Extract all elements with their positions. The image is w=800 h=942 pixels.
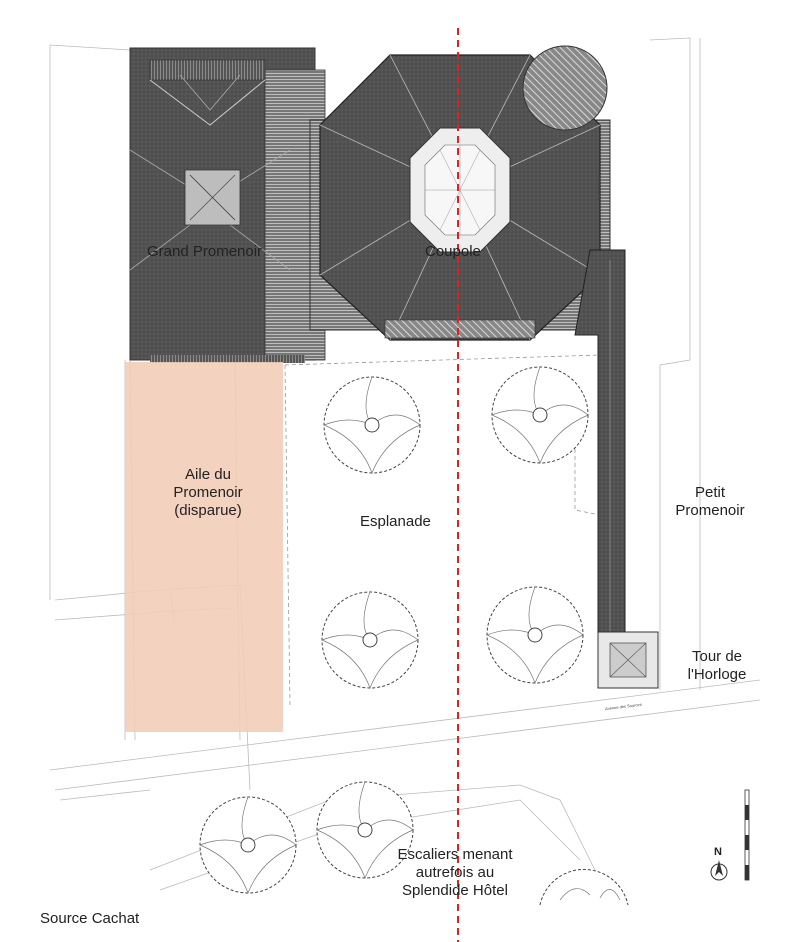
label-petit-promenoir: Petit Promenoir bbox=[675, 484, 745, 519]
label-grand-promenoir: Grand Promenoir bbox=[147, 243, 263, 260]
tree bbox=[321, 591, 419, 689]
label-escaliers: Escaliers menant autrefois au Splendide … bbox=[397, 846, 513, 899]
label-coupole: Coupole bbox=[425, 243, 481, 260]
label-north: N bbox=[714, 846, 722, 858]
tree bbox=[316, 781, 414, 879]
coupole-roof bbox=[309, 45, 611, 341]
trees bbox=[199, 366, 629, 906]
tour-horloge-plan bbox=[597, 631, 659, 689]
label-aile-promenoir: Aile du Promenoir (disparue) bbox=[173, 466, 243, 519]
tree bbox=[486, 586, 584, 684]
label-tour-horloge: Tour de l'Horloge bbox=[687, 648, 747, 683]
disappeared-wing bbox=[125, 362, 283, 732]
tree bbox=[323, 376, 421, 474]
tree bbox=[199, 796, 297, 894]
label-street-east: Ruelle de Bel-Air bbox=[596, 169, 601, 200]
tree bbox=[491, 366, 589, 464]
label-source-cachat: Source Cachat bbox=[40, 910, 140, 927]
scale-bar-icon bbox=[744, 789, 750, 881]
north-arrow-icon bbox=[710, 860, 728, 881]
tree bbox=[539, 868, 629, 906]
petit-promenoir-roof bbox=[574, 249, 626, 641]
grand-promenoir-roof bbox=[129, 47, 326, 363]
label-esplanade: Esplanade bbox=[360, 513, 431, 530]
